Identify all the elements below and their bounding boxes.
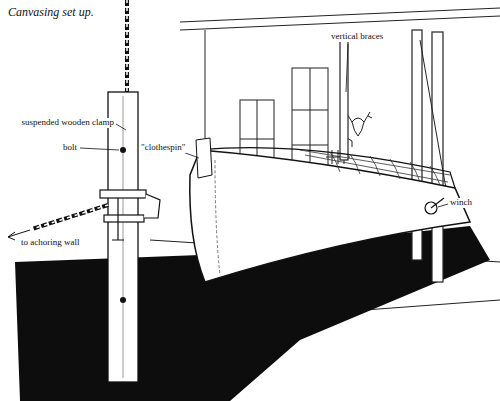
bolt bbox=[120, 147, 126, 153]
part-label: vertical braces bbox=[330, 32, 384, 42]
figure-title: Canvasing set up. bbox=[8, 6, 94, 19]
leader-line bbox=[116, 124, 126, 130]
canoe-ribs bbox=[300, 150, 450, 185]
wood-grain bbox=[123, 96, 124, 378]
part-label: winch bbox=[449, 198, 473, 208]
part-label: suspended wooden clamp bbox=[21, 118, 115, 128]
part-label: bolt bbox=[62, 143, 78, 153]
vertical-brace bbox=[340, 40, 348, 160]
stem-line bbox=[215, 160, 220, 275]
bolt bbox=[120, 297, 126, 303]
winch-handle bbox=[431, 198, 444, 208]
leader-line bbox=[438, 204, 448, 207]
hanging-chain bbox=[126, 0, 128, 92]
anchor-chain bbox=[32, 205, 108, 229]
ceiling-beam bbox=[180, 8, 500, 22]
vertical-brace bbox=[432, 32, 443, 282]
wooden-clamp-post bbox=[108, 92, 138, 382]
hanging-chain bbox=[125, 0, 129, 92]
canoe-hull bbox=[190, 150, 470, 282]
leader-line bbox=[346, 44, 348, 92]
rope bbox=[420, 40, 448, 200]
leader-line bbox=[80, 148, 119, 150]
c-clamp bbox=[100, 190, 160, 240]
canoe-gunwale bbox=[200, 148, 455, 188]
ceiling-beam bbox=[180, 16, 500, 30]
part-label: to achoring wall bbox=[20, 238, 80, 248]
anchor-chain bbox=[32, 205, 108, 229]
part-label: "clothespin" bbox=[140, 143, 186, 153]
